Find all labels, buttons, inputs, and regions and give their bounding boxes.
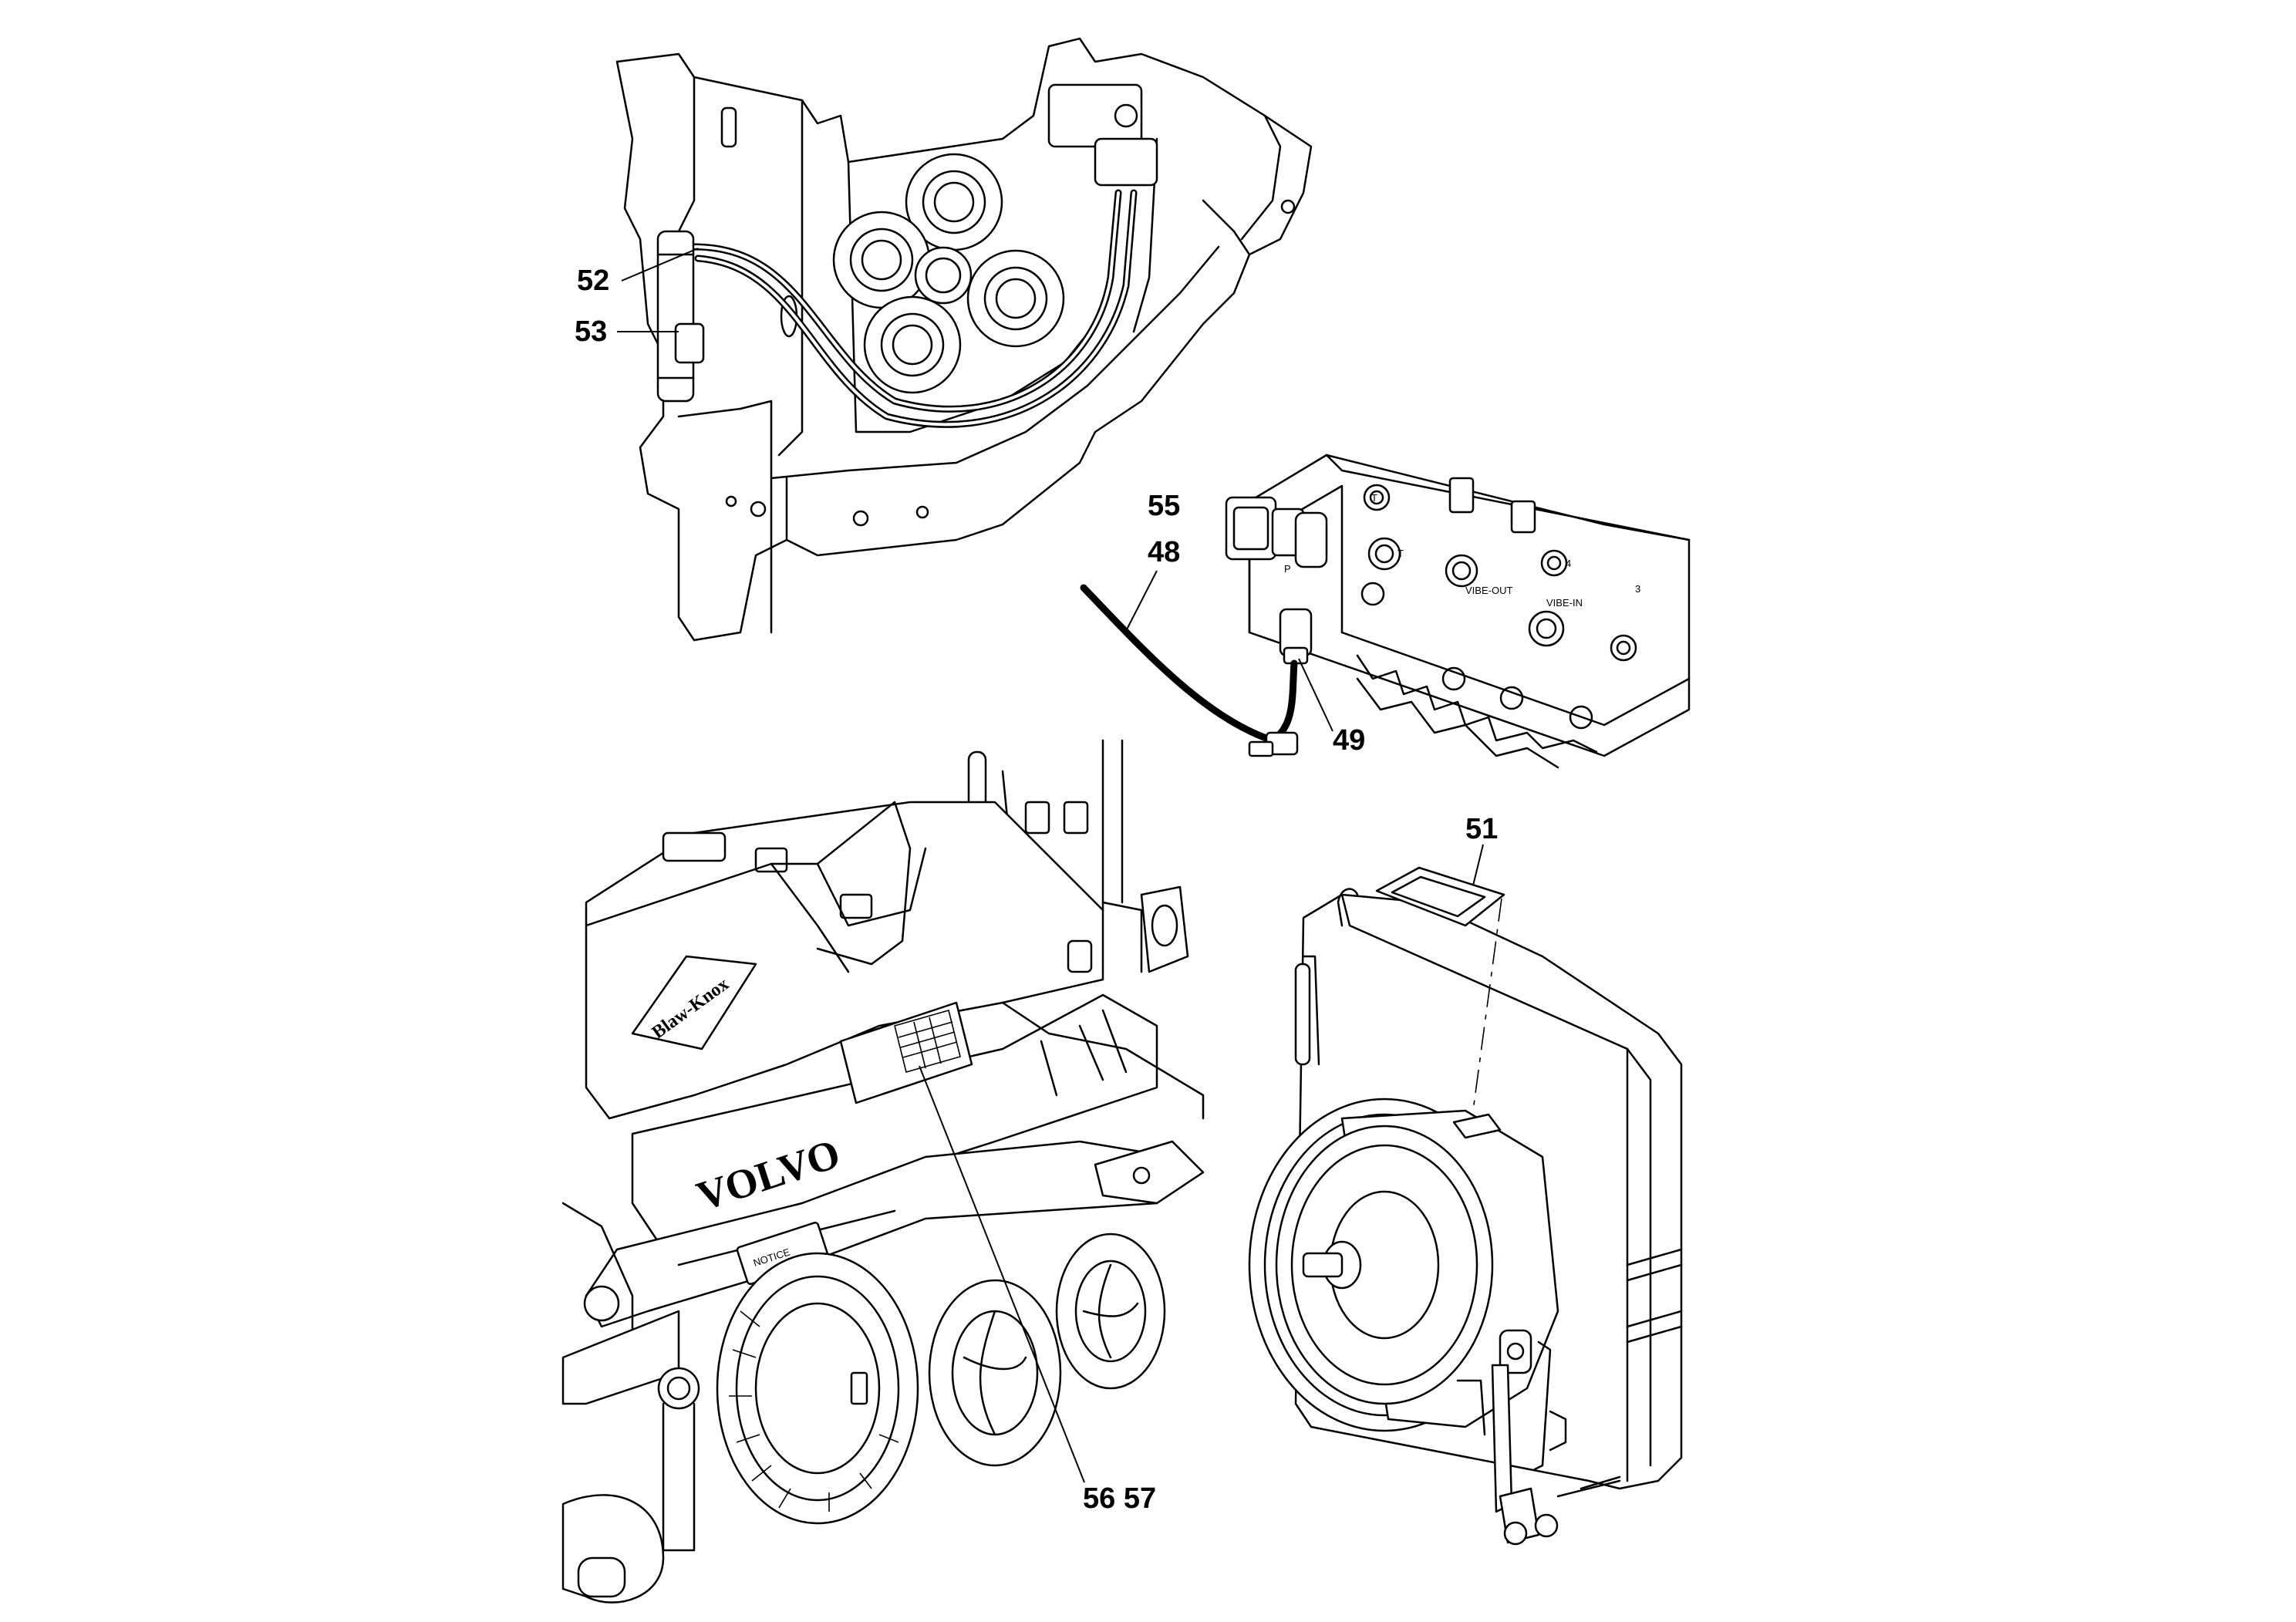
fan-housing bbox=[1248, 1098, 1559, 1432]
linkage-arm bbox=[1456, 1329, 1621, 1546]
data-plate bbox=[839, 1001, 973, 1104]
pump-flange-5 bbox=[863, 295, 962, 394]
label-port-p: P bbox=[1284, 563, 1291, 575]
leader-56 bbox=[919, 1065, 1085, 1483]
callout-48: 48 bbox=[1148, 536, 1180, 568]
machine-side-view: Blaw-Knox VOLVO NOTICE bbox=[561, 739, 1205, 1603]
label-port-3: 3 bbox=[1635, 583, 1640, 595]
pump-flange-4 bbox=[966, 249, 1065, 348]
fan-wheel-large bbox=[716, 1252, 919, 1525]
callout-53: 53 bbox=[575, 315, 607, 348]
callout-56-57: 56 57 bbox=[1083, 1482, 1156, 1515]
label-port-t: T bbox=[1371, 492, 1377, 504]
label-vibe-in: VIBE-IN bbox=[1546, 597, 1583, 609]
callout-49: 49 bbox=[1333, 724, 1365, 757]
hose-assembly bbox=[690, 189, 1138, 428]
gasket bbox=[1375, 866, 1505, 927]
leader-49 bbox=[1298, 658, 1333, 732]
tank-assembly bbox=[1248, 866, 1683, 1546]
callout-55: 55 bbox=[1148, 490, 1180, 522]
fan-wheel-mid bbox=[928, 1279, 1062, 1467]
pump-flange-3 bbox=[914, 246, 973, 305]
leader-52 bbox=[621, 248, 699, 282]
pump-flange-1 bbox=[905, 153, 1003, 251]
leader-48 bbox=[1125, 570, 1158, 632]
label-vibe-out: VIBE-OUT bbox=[1465, 585, 1512, 596]
pump-flange-2 bbox=[832, 211, 931, 309]
sensor-cable bbox=[1080, 584, 1313, 757]
valve-manifold: VIBE-OUT VIBE-IN P T T 4 3 bbox=[1225, 454, 1691, 769]
leader-51 bbox=[1472, 844, 1484, 886]
solenoid bbox=[1225, 496, 1328, 568]
label-port-t2: T bbox=[1397, 548, 1404, 559]
fan-wheel-small bbox=[1055, 1233, 1166, 1390]
label-port-4: 4 bbox=[1566, 558, 1571, 569]
callout-51: 51 bbox=[1465, 813, 1498, 845]
frame-assembly bbox=[615, 37, 1313, 642]
callout-52: 52 bbox=[577, 265, 609, 297]
cylinder bbox=[656, 230, 705, 403]
